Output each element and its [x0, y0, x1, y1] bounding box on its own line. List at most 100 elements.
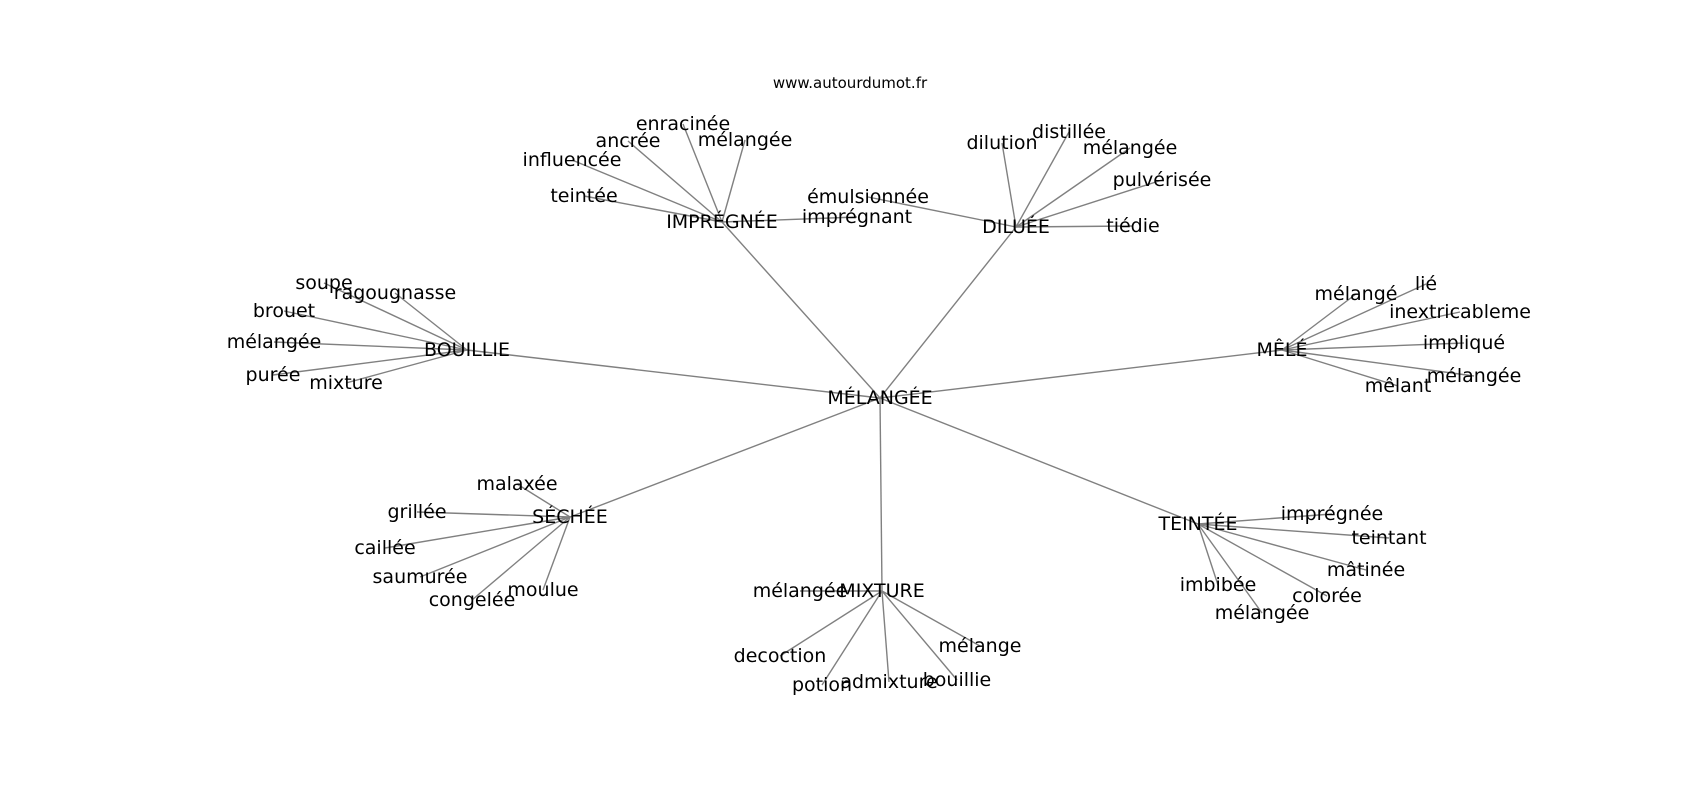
leaf-node-enracinee: enracinée: [636, 113, 730, 135]
edge-h-sechee-l-congelee: [471, 516, 571, 601]
edge-h-diluee-l-dilution: [1001, 142, 1017, 228]
leaf-node-distillee: distillée: [1032, 121, 1106, 143]
edge-center-h-bouillie: [466, 349, 881, 399]
leaf-node-puree: purée: [246, 364, 301, 386]
edge-h-sechee-l-saumuree: [419, 516, 571, 578]
leaf-node-ragougnasse: ragougnasse: [334, 282, 456, 304]
leaf-node-dilution: dilution: [966, 132, 1037, 154]
edge-h-sechee-l-moulue: [542, 516, 571, 591]
edge-h-diluee-l-tiedie: [1015, 225, 1134, 228]
hub-node-bouillie: BOUILLIE: [424, 339, 510, 361]
edge-h-teintee-l-melangee-6: [1197, 523, 1263, 614]
leaf-node-moulue: moulue: [507, 579, 578, 601]
edge-center-h-mixture: [879, 397, 883, 592]
center-node-label: MÉLANGÉE: [827, 386, 932, 409]
edge-center-h-teintee: [879, 397, 1199, 525]
hub-node-mele: MÊLÉ: [1257, 338, 1308, 361]
edge-h-bouillie-l-soupe: [323, 282, 468, 351]
edge-center-h-sechee: [569, 397, 881, 518]
leaf-node-melangee-6: mélangée: [1215, 602, 1310, 624]
leaf-node-admixture: admixture: [840, 671, 937, 693]
edge-h-impregnee-l-enracinee: [682, 123, 723, 223]
edge-h-mixture-l-decoction: [779, 590, 883, 657]
edge-h-impregnee-l-teintee: [583, 195, 723, 223]
edge-h-impregnee-l-influencee: [571, 159, 723, 223]
leaf-node-melangee-1: mélangée: [698, 129, 793, 151]
edge-h-impregnee-l-melangee-1: [721, 139, 746, 223]
edge-center-h-diluee: [879, 226, 1017, 399]
edge-h-impregnee-l-impregnant: [721, 216, 858, 223]
hub-node-sechee: SÉCHÉE: [532, 505, 608, 528]
leaf-node-bouillie: bouillie: [923, 669, 992, 691]
edge-h-diluee-l-pulverisee: [1015, 179, 1163, 228]
leaf-node-ancree: ancrée: [596, 130, 661, 152]
hub-node-diluee: DILUÉE: [982, 215, 1050, 238]
leaf-node-malaxee: malaxée: [476, 473, 557, 495]
leaf-node-imbibee: imbibée: [1180, 574, 1257, 596]
edge-h-bouillie-l-puree: [272, 349, 468, 376]
leaf-node-pulverisee: pulvérisée: [1113, 169, 1212, 191]
edge-h-sechee-l-grillee: [416, 511, 571, 518]
leaf-node-soupe: soupe: [295, 272, 352, 294]
edge-center-h-impregnee: [721, 221, 881, 399]
hub-node-teintee: TEINTÉE: [1157, 512, 1237, 535]
edge-h-teintee-l-coloree: [1197, 523, 1328, 597]
edge-h-mixture-l-bouillie: [881, 590, 958, 681]
edge-h-mele-l-melange-m: [1281, 293, 1357, 351]
leaf-node-caillee: caillée: [354, 537, 415, 559]
hub-node-impregnee: IMPRÉGNÉE: [666, 210, 778, 233]
edge-center-h-mele: [879, 349, 1283, 399]
edge-h-teintee-l-matinee: [1197, 523, 1367, 571]
leaf-node-melange-x: mélange: [939, 635, 1022, 657]
leaf-node-impregnant: imprégnant: [802, 206, 912, 228]
leaf-node-lie: lié: [1415, 273, 1437, 295]
leaf-node-tiedie: tiédie: [1106, 215, 1159, 237]
leaf-node-melange-m: mélangé: [1315, 283, 1398, 305]
edge-h-mele-l-lie: [1281, 283, 1427, 351]
leaf-node-melangee-3: mélangée: [227, 331, 322, 353]
graph-edges: [272, 123, 1475, 686]
edge-h-bouillie-l-brouet: [283, 310, 468, 351]
edge-h-mele-l-inextricableme: [1281, 311, 1461, 351]
leaf-node-inextricableme: inextricableme: [1389, 301, 1531, 323]
edge-h-sechee-l-malaxee: [516, 483, 571, 518]
leaf-node-grillee: grillée: [387, 501, 446, 523]
leaf-node-influencee: influencée: [523, 149, 622, 171]
edge-h-teintee-l-teintant: [1197, 523, 1390, 539]
leaf-node-congelee: congelée: [429, 589, 516, 611]
edge-h-bouillie-l-melangee-3: [273, 341, 468, 351]
leaf-node-matinee: mâtinée: [1327, 559, 1405, 581]
edge-h-bouillie-l-ragougnasse: [394, 292, 468, 351]
leaf-node-melangee-4: mélangée: [1427, 365, 1522, 387]
edge-h-teintee-l-imbibee: [1197, 523, 1219, 586]
leaf-node-melant: mêlant: [1365, 375, 1432, 397]
leaf-node-teintee: teintée: [550, 185, 617, 207]
edge-h-mele-l-melant: [1281, 349, 1399, 387]
edge-h-bouillie-l-mixture: [345, 349, 468, 384]
edge-h-mele-l-melangee-4: [1281, 349, 1475, 377]
edge-h-diluee-l-emulsionnee: [867, 196, 1017, 228]
edge-h-mixture-l-melange-x: [881, 590, 981, 647]
leaf-node-saumuree: saumurée: [373, 566, 468, 588]
leaf-node-coloree: colorée: [1292, 585, 1362, 607]
leaf-node-brouet: brouet: [253, 300, 315, 322]
edge-h-mixture-l-admixture: [881, 590, 890, 683]
leaf-node-decoction: decoction: [734, 645, 827, 667]
leaf-node-emulsionnee: émulsionnée: [807, 186, 929, 208]
leaf-node-implique: impliqué: [1423, 332, 1505, 354]
edge-h-mixture-l-potion: [821, 590, 883, 686]
leaf-node-melangee-2: mélangée: [1083, 137, 1178, 159]
edge-h-sechee-l-caillee: [384, 516, 571, 549]
leaf-node-melangee-5: mélangée: [753, 580, 848, 602]
leaf-node-mixture: mixture: [309, 372, 383, 394]
edge-h-impregnee-l-ancree: [627, 140, 723, 223]
hub-node-mixture: MIXTURE: [839, 580, 924, 602]
edge-h-teintee-l-impregnee: [1197, 513, 1333, 525]
leaf-node-impregnee: imprégnée: [1281, 503, 1383, 525]
edge-h-diluee-l-distillee: [1015, 131, 1070, 228]
edge-h-diluee-l-melangee-2: [1015, 147, 1131, 228]
edge-h-mele-l-implique: [1281, 342, 1465, 351]
leaf-node-potion: potion: [792, 674, 852, 696]
site-url: www.autourdumot.fr: [773, 74, 928, 92]
